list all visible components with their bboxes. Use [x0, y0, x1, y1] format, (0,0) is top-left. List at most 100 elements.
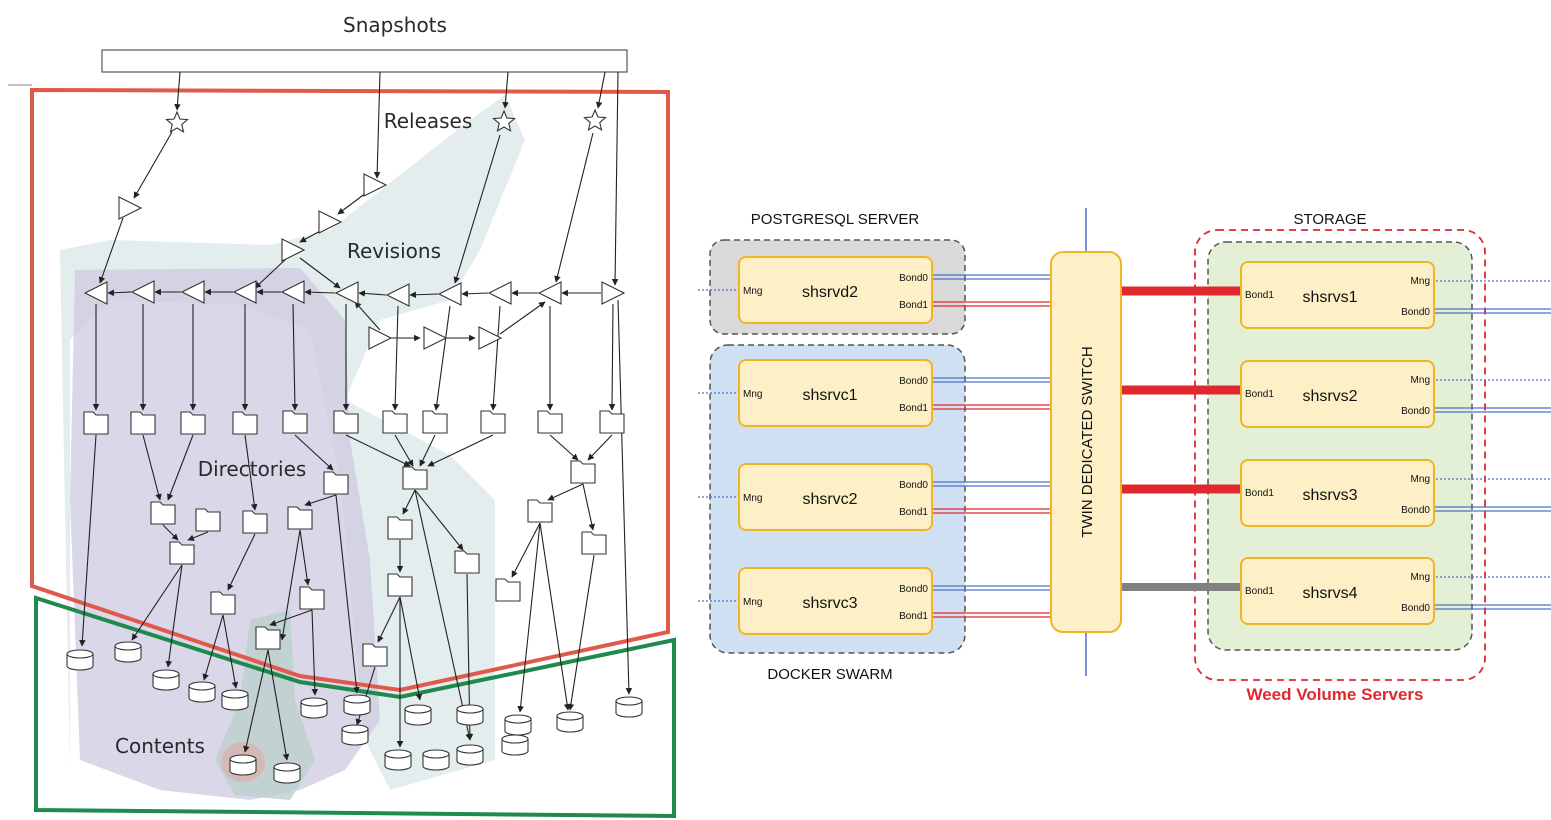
storage-node-shsrvs2 [1240, 360, 1435, 428]
bond0-port-label: Bond0 [899, 273, 928, 284]
bond1-port-label: Bond1 [1245, 290, 1274, 301]
revision-triangle [334, 281, 359, 305]
bond1-port-label: Bond1 [899, 403, 928, 414]
bond1-port-label: Bond1 [899, 300, 928, 311]
content-cylinder-top [66, 649, 94, 659]
content-cylinder-top [384, 749, 412, 759]
directory-folder [495, 578, 521, 602]
content-cylinder-top [404, 704, 432, 714]
content-cylinder-top [501, 734, 529, 744]
directory-folder [195, 508, 221, 532]
bond1-port-label: Bond1 [1245, 488, 1274, 499]
content-cylinder-top [273, 762, 301, 772]
swarm-title: DOCKER SWARM [767, 666, 892, 683]
server-node-shsrvc3 [738, 567, 933, 635]
directory-folder [282, 410, 308, 434]
directory-folder [454, 550, 480, 574]
directories-label: Directories [198, 457, 307, 481]
weed-title: Weed Volume Servers [1246, 685, 1423, 704]
directory-folder [299, 586, 325, 610]
switch-label: TWIN DEDICATED SWITCH [1079, 346, 1096, 537]
revisions-region [60, 95, 525, 790]
server-name: shsrvs3 [1302, 487, 1357, 504]
content-cylinder-top [152, 669, 180, 679]
server-name: shsrvc1 [802, 387, 857, 404]
storage-node-shsrvs3 [1240, 459, 1435, 527]
content-cylinder-top [422, 749, 450, 759]
content-cylinder-top [456, 704, 484, 714]
server-node-shsrvc1 [738, 359, 933, 427]
bond1-port-label: Bond1 [1245, 389, 1274, 400]
content-cylinder-top [556, 711, 584, 721]
mng-port-label: Mng [743, 389, 762, 400]
bond1-port-label: Bond1 [899, 611, 928, 622]
postgres-title: POSTGRESQL SERVER [751, 211, 920, 228]
content-cylinder-top [221, 689, 249, 699]
directory-folder [387, 516, 413, 540]
server-node-shsrvd2 [738, 256, 933, 324]
revision-triangle [280, 280, 305, 304]
directory-folder [581, 531, 607, 555]
revision-triangle [478, 326, 503, 350]
server-name: shsrvd2 [802, 284, 858, 301]
content-cylinder-top [229, 754, 257, 764]
mng-port-label: Mng [1411, 572, 1430, 583]
directory-folder [422, 410, 448, 434]
revision-triangle [318, 210, 343, 234]
snapshots-label: Snapshots [343, 13, 447, 37]
bond1-port-label: Bond1 [1245, 586, 1274, 597]
bond1-port-label: Bond1 [899, 507, 928, 518]
directory-folder [387, 573, 413, 597]
bond0-port-label: Bond0 [1401, 406, 1430, 417]
lower-boundary [34, 595, 676, 819]
mng-port-label: Mng [743, 493, 762, 504]
mng-port-label: Mng [743, 597, 762, 608]
server-name: shsrvs4 [1302, 585, 1357, 602]
bond0-port-label: Bond0 [1401, 307, 1430, 318]
content-cylinder-top [188, 681, 216, 691]
revision-triangle [232, 280, 257, 304]
release-star [583, 108, 607, 132]
bond0-port-label: Bond0 [899, 376, 928, 387]
twin-dedicated-switch [1050, 251, 1122, 633]
infrastructure-diagram: POSTGRESQL SERVER DOCKER SWARM STORAGE W… [698, 208, 1551, 704]
mng-port-label: Mng [1411, 474, 1430, 485]
directory-folder [333, 410, 359, 434]
releases-label: Releases [384, 109, 473, 133]
archive-graph: Snapshots Releases Revisions Directories… [8, 13, 676, 819]
revision-triangle [180, 280, 205, 304]
storage-title: STORAGE [1293, 211, 1366, 228]
directory-folder [232, 411, 258, 435]
directory-folder [180, 411, 206, 435]
release-star [165, 110, 189, 134]
content-cylinder-top [341, 724, 369, 734]
directory-folder [210, 591, 236, 615]
server-name: shsrvs1 [1302, 289, 1357, 306]
directory-folder [287, 506, 313, 530]
mng-port-label: Mng [743, 286, 762, 297]
server-name: shsrvc3 [802, 595, 857, 612]
directory-folder [242, 510, 268, 534]
revision-triangle [118, 196, 143, 220]
storage-node-shsrvs1 [1240, 261, 1435, 329]
server-node-shsrvc2 [738, 463, 933, 531]
revision-triangle [83, 281, 108, 305]
revision-triangle [487, 281, 512, 305]
snapshots-bar [101, 49, 628, 73]
revision-triangle [423, 326, 448, 350]
content-cylinder-top [456, 744, 484, 754]
bond0-port-label: Bond0 [899, 480, 928, 491]
content-cylinder-top [300, 697, 328, 707]
content-cylinder-top [504, 714, 532, 724]
storage-node-shsrvs4 [1240, 557, 1435, 625]
directory-folder [150, 501, 176, 525]
content-cylinder-top [343, 694, 371, 704]
content-cylinder-top [114, 641, 142, 651]
directory-folder [362, 643, 388, 667]
storage-group [1207, 241, 1473, 651]
mng-port-label: Mng [1411, 276, 1430, 287]
directory-folder [570, 460, 596, 484]
content-cylinder-top [615, 696, 643, 706]
directory-folder [480, 410, 506, 434]
